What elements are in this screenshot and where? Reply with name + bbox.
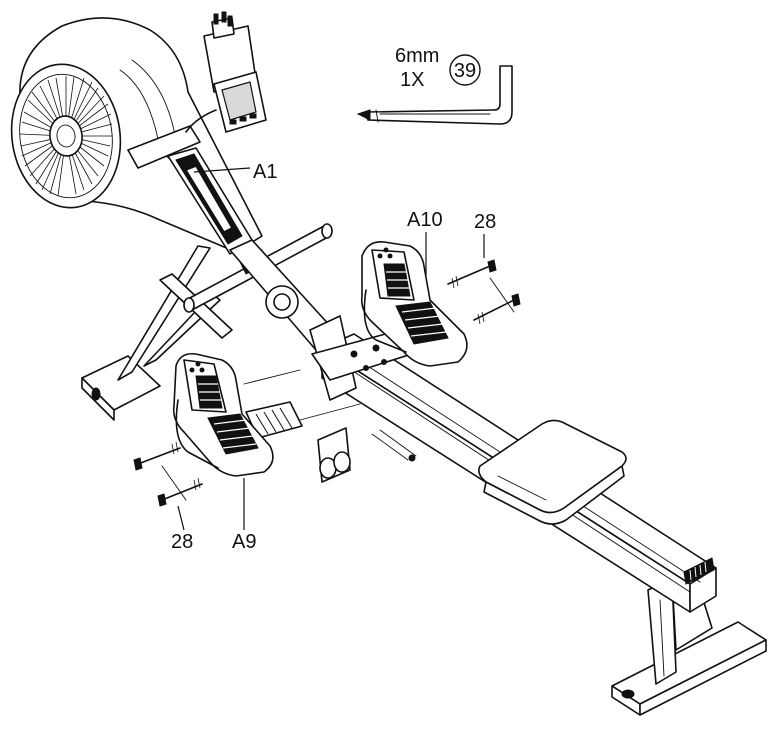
callout-28-right: 28 <box>474 211 496 233</box>
callout-a1: A1 <box>253 161 277 183</box>
bolts-left <box>133 441 203 507</box>
rear-stand <box>611 577 767 716</box>
monitor <box>185 11 267 133</box>
tool-part-number: 39 <box>454 60 476 82</box>
front-stem <box>229 239 417 483</box>
allen-key-icon <box>356 65 513 125</box>
part-number-circle <box>449 54 481 86</box>
tool-quantity-label: 1X <box>400 69 424 91</box>
callout-a9: A9 <box>232 531 256 553</box>
callout-a10: A10 <box>407 209 443 231</box>
bolts-right <box>447 259 521 325</box>
tool-size-label: 6mm <box>395 45 439 67</box>
footplate-a9 <box>172 352 274 477</box>
leader-lines <box>177 167 485 531</box>
callout-28-left: 28 <box>171 531 193 553</box>
seat <box>478 419 627 525</box>
footplate-a10 <box>360 240 468 367</box>
